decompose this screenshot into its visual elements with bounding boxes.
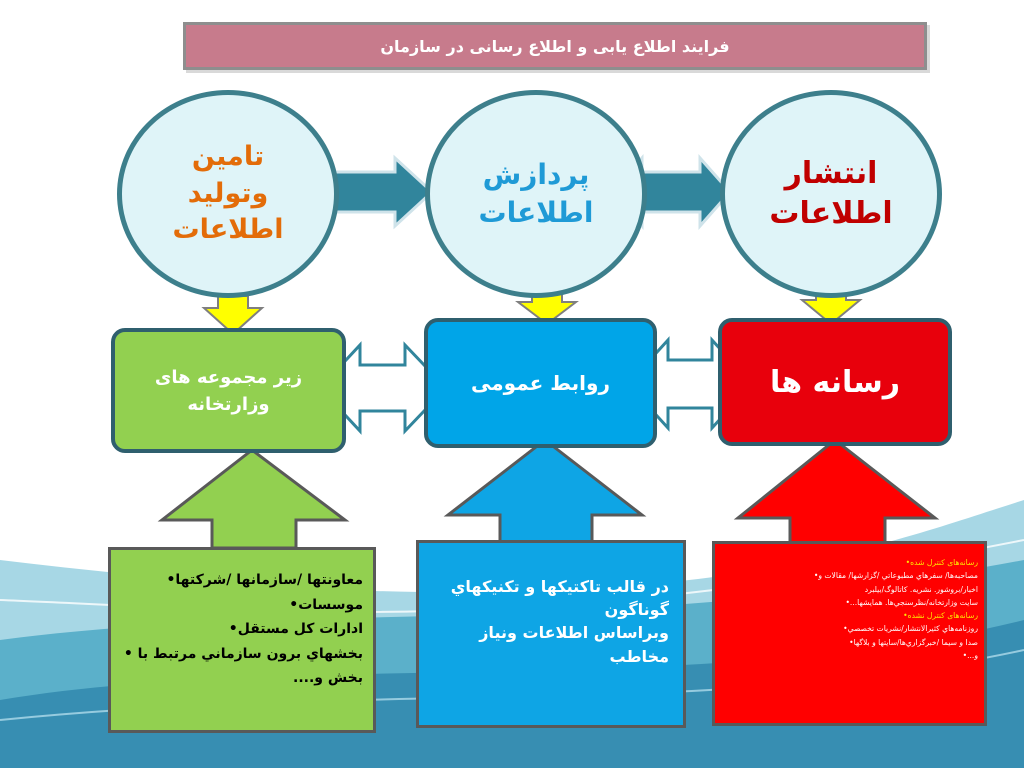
circle-supply-production: تامین وتولید اطلاعات — [117, 90, 339, 298]
panel-red-item: صدا و سيما /خبرگزاري‌ها/سايتها و بلاگها• — [849, 637, 978, 647]
yellow-down-arrow-1 — [201, 295, 265, 336]
panel-red-heading: رسانه‌های کنترل شده• — [905, 558, 978, 567]
panel-red-item: اخبار/بروشور. نشریه. کاتالوگ/بیلبرد — [864, 584, 978, 594]
panel-red-heading: رسانه‌های کنترل نشده• — [903, 611, 978, 621]
panel-tactics-text: در قالب تاکتیکها و تکنیکهاي گوناگون وبرا… — [416, 540, 686, 728]
box-2-line: روابط عمومی — [471, 371, 610, 395]
panel-blue-item: در قالب تاکتیکها و تکنیکهاي گوناگون — [450, 577, 669, 620]
diagram-title: فرایند اطلاع یابی و اطلاع رسانی در سازما… — [380, 36, 730, 56]
panel-red-item: و...• — [962, 650, 978, 660]
circle-3-line: انتشار — [784, 155, 878, 191]
circle-3-line: اطلاعات — [769, 196, 893, 231]
box-media: رسانه ها — [718, 318, 952, 446]
panel-green-item: معاونتها /سازمانها /شرکتها• — [166, 572, 363, 588]
box-1-line: زیر مجموعه های — [154, 366, 303, 388]
panel-green-item: بخش و.... — [293, 670, 363, 686]
teal-arrow-right — [333, 154, 435, 230]
panel-red-item: سايت وزارتخانه/نظرسنجي‌ها. همايشها...• — [845, 597, 978, 607]
box-ministry-subsidiaries: زیر مجموعه های وزارتخانه — [111, 328, 346, 453]
circle-2-line: اطلاعات — [478, 196, 594, 229]
panel-media-list: رسانه‌های کنترل شده• مصاحبه‌ها/ سفرهاي م… — [712, 541, 987, 726]
circle-processing: پردازش اطلاعات — [425, 90, 647, 298]
panel-blue-item: وبراساس اطلاعات ونیاز مخاطب — [479, 623, 669, 666]
circle-2-line: پردازش — [482, 158, 590, 192]
circle-publishing: انتشار اطلاعات — [720, 90, 942, 298]
panel-green-item: موسسات• — [289, 596, 363, 613]
box-public-relations: روابط عمومی — [424, 318, 657, 448]
panel-red-item: روزنامه‌هاي كثيرالانتشار/نشريات تخصصي• — [843, 624, 978, 634]
box-3-line: رسانه ها — [770, 364, 901, 400]
red-up-arrow — [733, 438, 940, 545]
green-up-arrow — [157, 448, 350, 550]
panel-red-item: مصاحبه‌ها/ سفرهاي مطبوعاتي /گزارشها/ مقا… — [813, 571, 978, 581]
circle-1-line: تامین — [191, 141, 265, 173]
circle-1-line: وتولید — [187, 177, 269, 209]
panel-organizations-list: معاونتها /سازمانها /شرکتها• موسسات• ادار… — [108, 547, 376, 733]
blue-up-arrow — [443, 438, 647, 544]
panel-green-item: بخشهاي برون سازماني مرتبط با • — [123, 645, 363, 662]
circle-1-line: اطلاعات — [172, 214, 284, 246]
box-1-line: وزارتخانه — [187, 393, 270, 415]
panel-green-item: ادارات کل مستقل• — [228, 621, 363, 637]
title-banner: فرایند اطلاع یابی و اطلاع رسانی در سازما… — [183, 22, 927, 70]
